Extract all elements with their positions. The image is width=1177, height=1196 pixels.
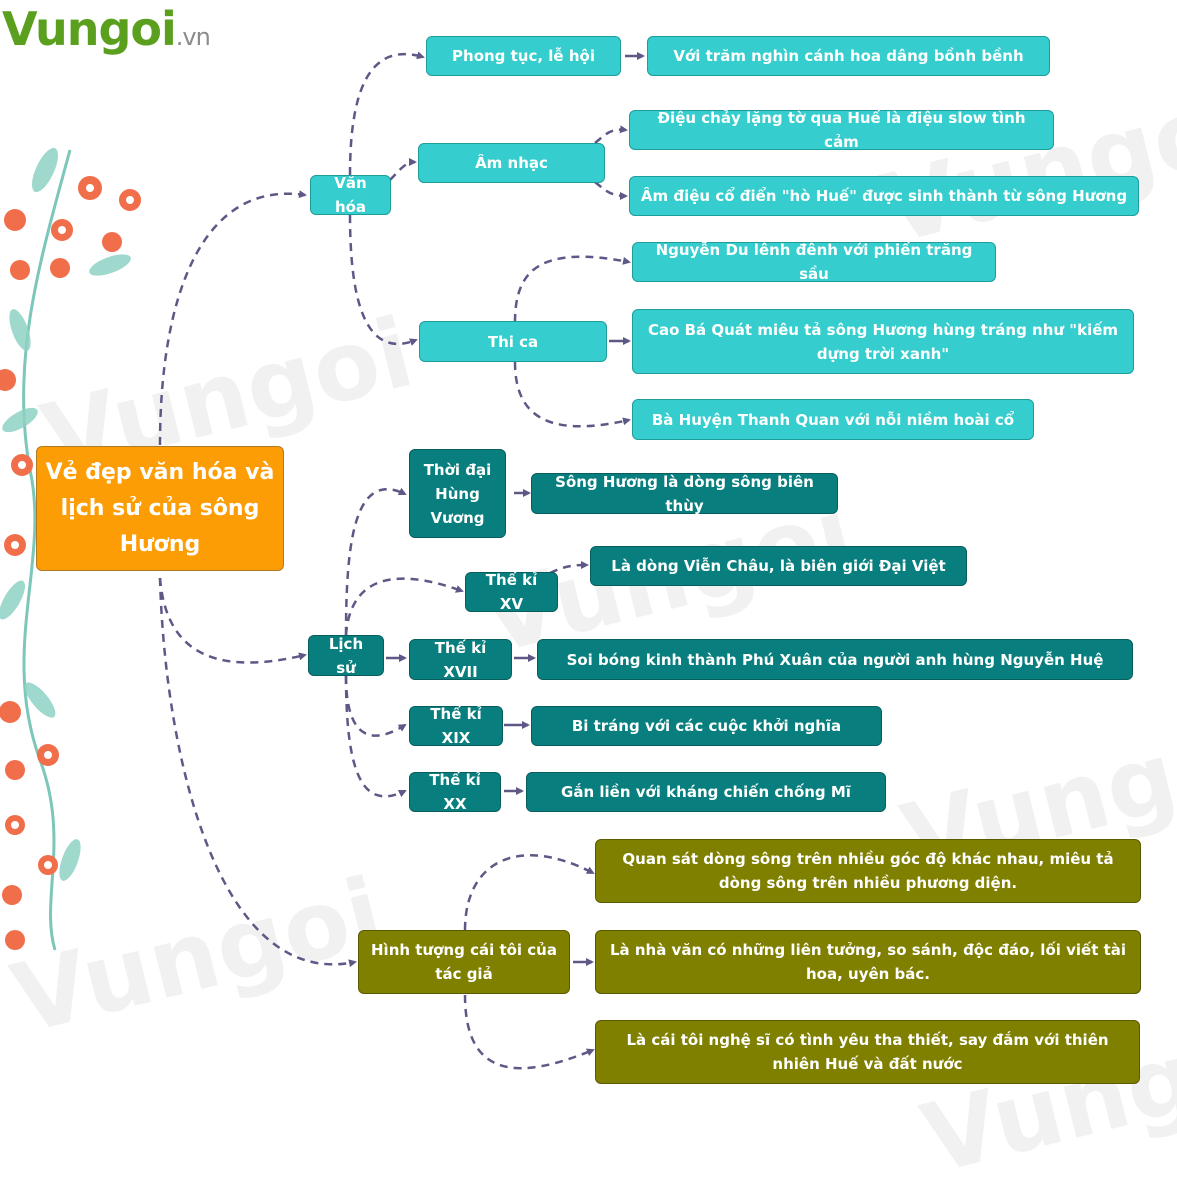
brand-logo: Vungoi.vn <box>2 2 211 56</box>
period-the-ki-xv: Thế kỉ XV <box>465 571 558 613</box>
root-node: Vẻ đẹp văn hóa và lịch sử của sông Hương <box>36 446 284 571</box>
node-phong-tuc: Phong tục, lễ hội <box>426 36 621 76</box>
solid-arrows <box>386 52 645 966</box>
detail-thi-ca-1: Nguyễn Du lênh đênh với phiến trăng sầu <box>632 241 996 283</box>
branch-lich-su: Lịch sử <box>308 635 384 677</box>
node-thi-ca: Thi ca <box>419 321 607 362</box>
detail-the-ki-xix: Bi tráng với các cuộc khởi nghĩa <box>531 706 882 746</box>
period-the-ki-xvii: Thế kỉ XVII <box>409 639 512 681</box>
detail-the-ki-xx: Gắn liền với kháng chiến chống Mĩ <box>526 772 886 812</box>
detail-tac-gia-3: Là cái tôi nghệ sĩ có tình yêu tha thiết… <box>595 1020 1140 1084</box>
detail-thi-ca-3: Bà Huyện Thanh Quan với nỗi niềm hoài cổ <box>632 399 1034 440</box>
branch-tac-gia: Hình tượng cái tôi của tác giả <box>358 930 570 994</box>
period-hung-vuong: Thời đại Hùng Vương <box>409 449 506 538</box>
brand-name: Vungoi <box>2 2 177 56</box>
period-the-ki-xx: Thế kỉ XX <box>409 771 501 813</box>
period-the-ki-xix: Thế kỉ XIX <box>409 705 503 747</box>
detail-tac-gia-1: Quan sát dòng sông trên nhiều góc độ khá… <box>595 839 1141 903</box>
dashed-connectors <box>158 51 631 1070</box>
detail-thi-ca-2: Cao Bá Quát miêu tả sông Hương hùng trán… <box>632 309 1134 374</box>
detail-the-ki-xv: Là dòng Viễn Châu, là biên giới Đại Việt <box>590 546 967 586</box>
flower-vine-icon <box>0 147 141 951</box>
detail-tac-gia-2: Là nhà văn có những liên tưởng, so sánh,… <box>595 930 1141 994</box>
branch-van-hoa: Văn hóa <box>310 174 391 216</box>
node-am-nhac: Âm nhạc <box>418 143 605 183</box>
detail-hung-vuong: Sông Hương là dòng sông biên thùy <box>531 473 838 515</box>
mind-map-connectors <box>0 51 645 1070</box>
brand-suffix: .vn <box>175 23 211 51</box>
detail-phong-tuc: Với trăm nghìn cánh hoa dâng bồnh bềnh <box>647 36 1050 76</box>
detail-am-nhac-1: Điệu chảy lặng tờ qua Huế là điệu slow t… <box>629 109 1054 151</box>
detail-am-nhac-2: Âm điệu cổ điển "hò Huế" được sinh thành… <box>629 176 1139 216</box>
detail-the-ki-xvii: Soi bóng kinh thành Phú Xuân của người a… <box>537 639 1133 680</box>
